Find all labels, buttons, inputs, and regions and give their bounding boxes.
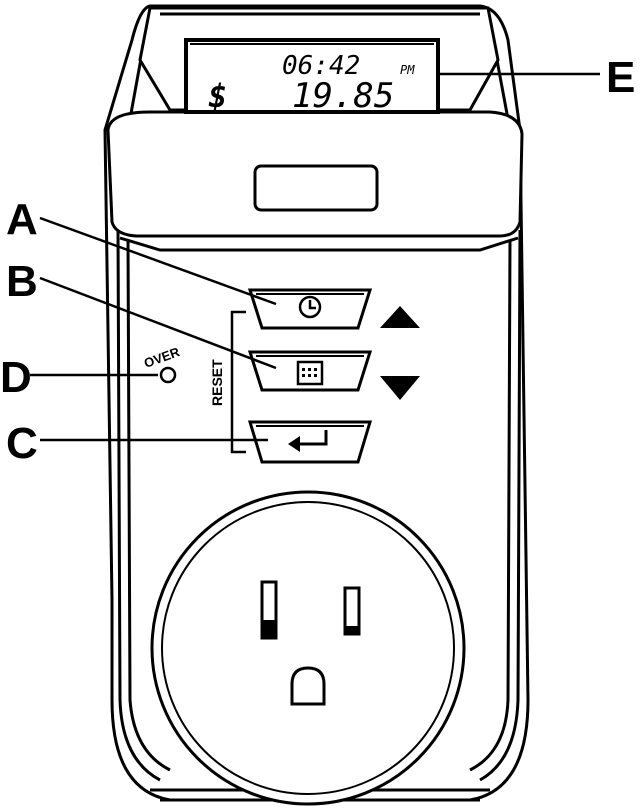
callout-label-a: A <box>6 195 38 244</box>
cap-window <box>255 166 377 210</box>
reset-bracket <box>232 312 246 452</box>
calendar-icon <box>298 362 322 384</box>
button-b[interactable] <box>250 352 370 390</box>
outlet <box>152 492 464 804</box>
lcd-screen: 06:42 PM $ 19.85 <box>186 40 438 116</box>
triangle-down-icon[interactable] <box>380 376 420 400</box>
reset-label: RESET <box>209 359 225 406</box>
over-led-icon <box>161 368 175 382</box>
lcd-currency-symbol: $ <box>208 77 227 115</box>
callout-label-b: B <box>6 257 38 306</box>
callout-label-c: C <box>6 419 38 468</box>
over-indicator: OVER <box>142 344 182 382</box>
outlet-slot-left <box>262 582 276 638</box>
lcd-amount: 19.85 <box>292 76 394 116</box>
button-c[interactable] <box>250 422 370 462</box>
triangle-up-icon[interactable] <box>380 306 420 328</box>
lcd-time-suffix: PM <box>400 63 415 77</box>
over-label: OVER <box>142 344 182 371</box>
outlet-slot-right <box>345 588 359 634</box>
button-a[interactable] <box>250 290 370 328</box>
callout-label-d: D <box>0 353 32 402</box>
outlet-ground-hole <box>292 668 324 704</box>
callout-label-e: E <box>606 53 635 102</box>
